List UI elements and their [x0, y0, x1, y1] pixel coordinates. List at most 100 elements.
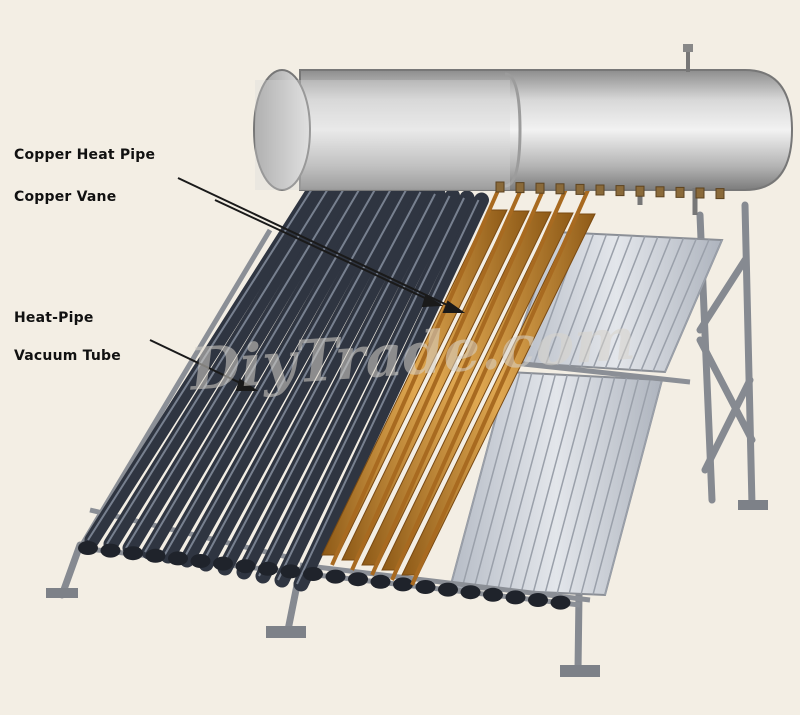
- tank-fitting: [535, 182, 545, 194]
- tank-fitting: [635, 185, 645, 197]
- reflector-rib: [616, 237, 672, 370]
- tube-end-cap: [483, 587, 503, 602]
- vacuum-tube-array: [84, 170, 489, 592]
- tube-end-cap: [393, 577, 413, 592]
- reflector-rib: [485, 373, 545, 590]
- reflector-rib: [568, 234, 620, 367]
- leader-copper-heat-pipe: [177, 177, 463, 313]
- tank-fitting: [575, 183, 585, 195]
- reflector-rib: [508, 374, 568, 591]
- vacuum-tube-highlight: [220, 191, 422, 569]
- tube-end-holders: [78, 541, 571, 610]
- reflector-rib: [568, 377, 628, 594]
- reflector-rib: [628, 237, 685, 370]
- reflector-rib: [604, 236, 659, 369]
- reflector-rib: [580, 235, 633, 367]
- tank-fitting: [675, 186, 685, 198]
- leader-vacuum-tube: [149, 339, 256, 391]
- label-copper-heat-pipe: Copper Heat Pipe: [14, 147, 156, 163]
- water-tank: [253, 44, 794, 215]
- tube-end-cap: [505, 590, 526, 605]
- arrowhead-copper-heat-pipe: [442, 300, 466, 313]
- vacuum-tube: [141, 176, 373, 560]
- reflector-rib: [496, 374, 557, 591]
- vacuum-tube-highlight: [277, 197, 465, 581]
- tube-end-cap: [550, 595, 571, 610]
- reflector-rib: [652, 239, 710, 372]
- tube-end-cap: [280, 564, 301, 579]
- copper-heat-pipe: [370, 169, 554, 576]
- copper-heat-pipe: [330, 167, 510, 566]
- reflector-rib: [604, 379, 663, 596]
- label-heat-pipe: Heat-Pipe: [14, 310, 94, 326]
- tube-end-cap: [460, 585, 481, 600]
- arrowhead-vacuum-tube: [235, 378, 259, 391]
- label-copper-vane: Copper Vane: [14, 189, 117, 205]
- leader-lines: [149, 177, 466, 391]
- reflector-rib: [532, 376, 592, 592]
- tube-end-cap: [325, 569, 346, 584]
- vacuum-tube-highlight: [163, 185, 378, 557]
- copper-heat-pipe: [390, 170, 576, 581]
- tube-end-cap: [100, 543, 121, 558]
- reflector-rib: [520, 375, 580, 592]
- vacuum-tube: [236, 186, 446, 580]
- copper-heat-pipe: [410, 171, 598, 586]
- tube-end-cap: [258, 561, 278, 576]
- tank-fitting: [715, 188, 725, 200]
- vacuum-tube: [103, 172, 344, 552]
- label-vacuum-tube: Vacuum Tube: [14, 348, 121, 364]
- tank-fitting: [615, 185, 625, 197]
- vacuum-tube-highlight: [182, 187, 393, 561]
- copper-heat-pipe-array: [321, 167, 598, 586]
- tube-end-cap: [190, 554, 211, 568]
- vacuum-tube: [217, 184, 431, 576]
- tube-end-cap: [415, 580, 436, 594]
- vacuum-tube-highlight: [144, 183, 364, 553]
- reflector-rib: [592, 236, 646, 368]
- reflector-rib: [640, 238, 697, 371]
- vacuum-tube-highlight: [258, 195, 451, 577]
- vacuum-tube: [160, 178, 388, 564]
- vacuum-tube-highlight: [239, 193, 436, 573]
- vacuum-tube-highlight: [106, 179, 335, 545]
- vacuum-tube-highlight: [201, 189, 407, 565]
- tank-fitting: [655, 186, 665, 198]
- tank-fitting: [515, 182, 525, 194]
- vacuum-tube: [198, 182, 417, 572]
- vacuum-tube: [293, 192, 489, 592]
- vacuum-tube-highlight: [296, 199, 480, 585]
- reflector-rib: [580, 378, 640, 595]
- vacuum-tube-highlight: [87, 177, 320, 541]
- tube-end-cap: [78, 541, 98, 555]
- vacuum-tube: [179, 180, 402, 568]
- tube-end-cap: [168, 551, 188, 566]
- tank-fitting: [555, 183, 565, 195]
- leg-feet: [46, 500, 768, 677]
- tube-end-cap: [303, 567, 323, 581]
- tube-end-cap: [213, 556, 233, 571]
- tube-end-cap: [370, 574, 391, 589]
- reflector-rib: [473, 373, 533, 590]
- reflector-rib: [556, 234, 608, 366]
- tube-end-cap: [123, 546, 143, 561]
- vacuum-tube: [84, 170, 330, 548]
- tube-end-cap: [348, 572, 368, 587]
- reflector-rib: [544, 376, 604, 593]
- tank-fitting: [595, 184, 605, 196]
- reflector-rib: [461, 372, 521, 589]
- reflector-rib: [664, 239, 723, 373]
- reflector-rib: [592, 379, 651, 595]
- tank-fitting: [495, 181, 505, 193]
- leader-copper-vane: [214, 199, 441, 306]
- tank-fitting: [695, 187, 705, 199]
- reflector-rib: [545, 233, 595, 365]
- tube-end-cap: [145, 548, 166, 563]
- vacuum-tube: [274, 190, 475, 588]
- reflector-rib: [556, 377, 616, 594]
- tube-end-cap: [528, 593, 548, 607]
- arrowhead-copper-vane: [421, 294, 444, 308]
- vacuum-tube-highlight: [125, 181, 349, 549]
